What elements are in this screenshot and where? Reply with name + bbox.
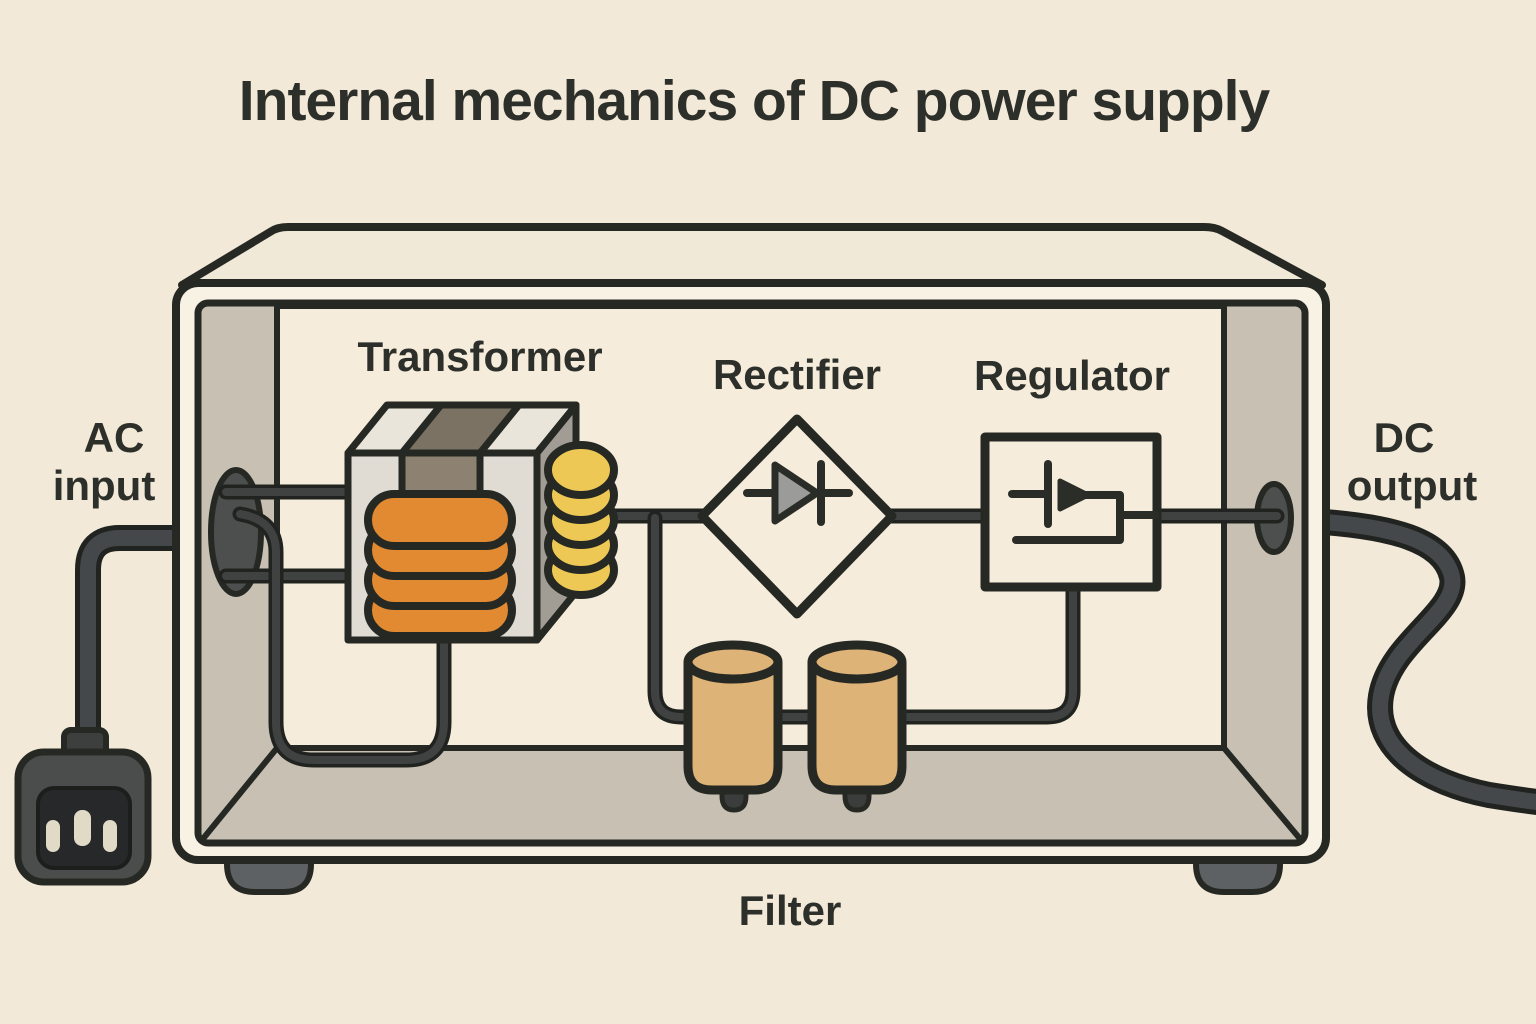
primary-wires [218,484,452,768]
rectifier-illustration [697,414,897,619]
primary-coil [364,490,516,640]
label-rectifier: Rectifier [713,351,881,398]
svg-text:input: input [53,462,156,509]
diode-icon [743,460,853,526]
regulator-symbol-icon [1008,460,1159,544]
enclosure-foot-left [224,853,314,895]
enclosure-lid [178,223,1326,289]
label-transformer: Transformer [357,333,602,380]
plug-slots [46,810,117,852]
label-regulator: Regulator [974,352,1170,399]
filter-capacitor-2 [807,640,907,813]
label-dc-output: DC output [1347,414,1478,509]
ac-plug [14,727,152,886]
floor-corner-right [1221,746,1304,842]
page-title: Internal mechanics of DC power supply [239,69,1271,133]
regulator-illustration [980,432,1162,592]
dc-cord [1297,508,1536,816]
secondary-coil [544,441,618,599]
svg-text:AC: AC [84,414,145,461]
transformer-illustration [344,401,618,644]
label-ac-input: AC input [53,414,156,509]
ac-input-grommet [208,467,264,597]
ac-cord [75,525,209,757]
label-filter: Filter [739,887,842,934]
filter-capacitor-1 [683,640,783,813]
rectifier-diamond [697,414,897,619]
svg-text:DC: DC [1374,414,1435,461]
svg-text:output: output [1347,462,1478,509]
floor-corner-left [199,746,280,842]
enclosure-foot-right [1193,853,1283,895]
